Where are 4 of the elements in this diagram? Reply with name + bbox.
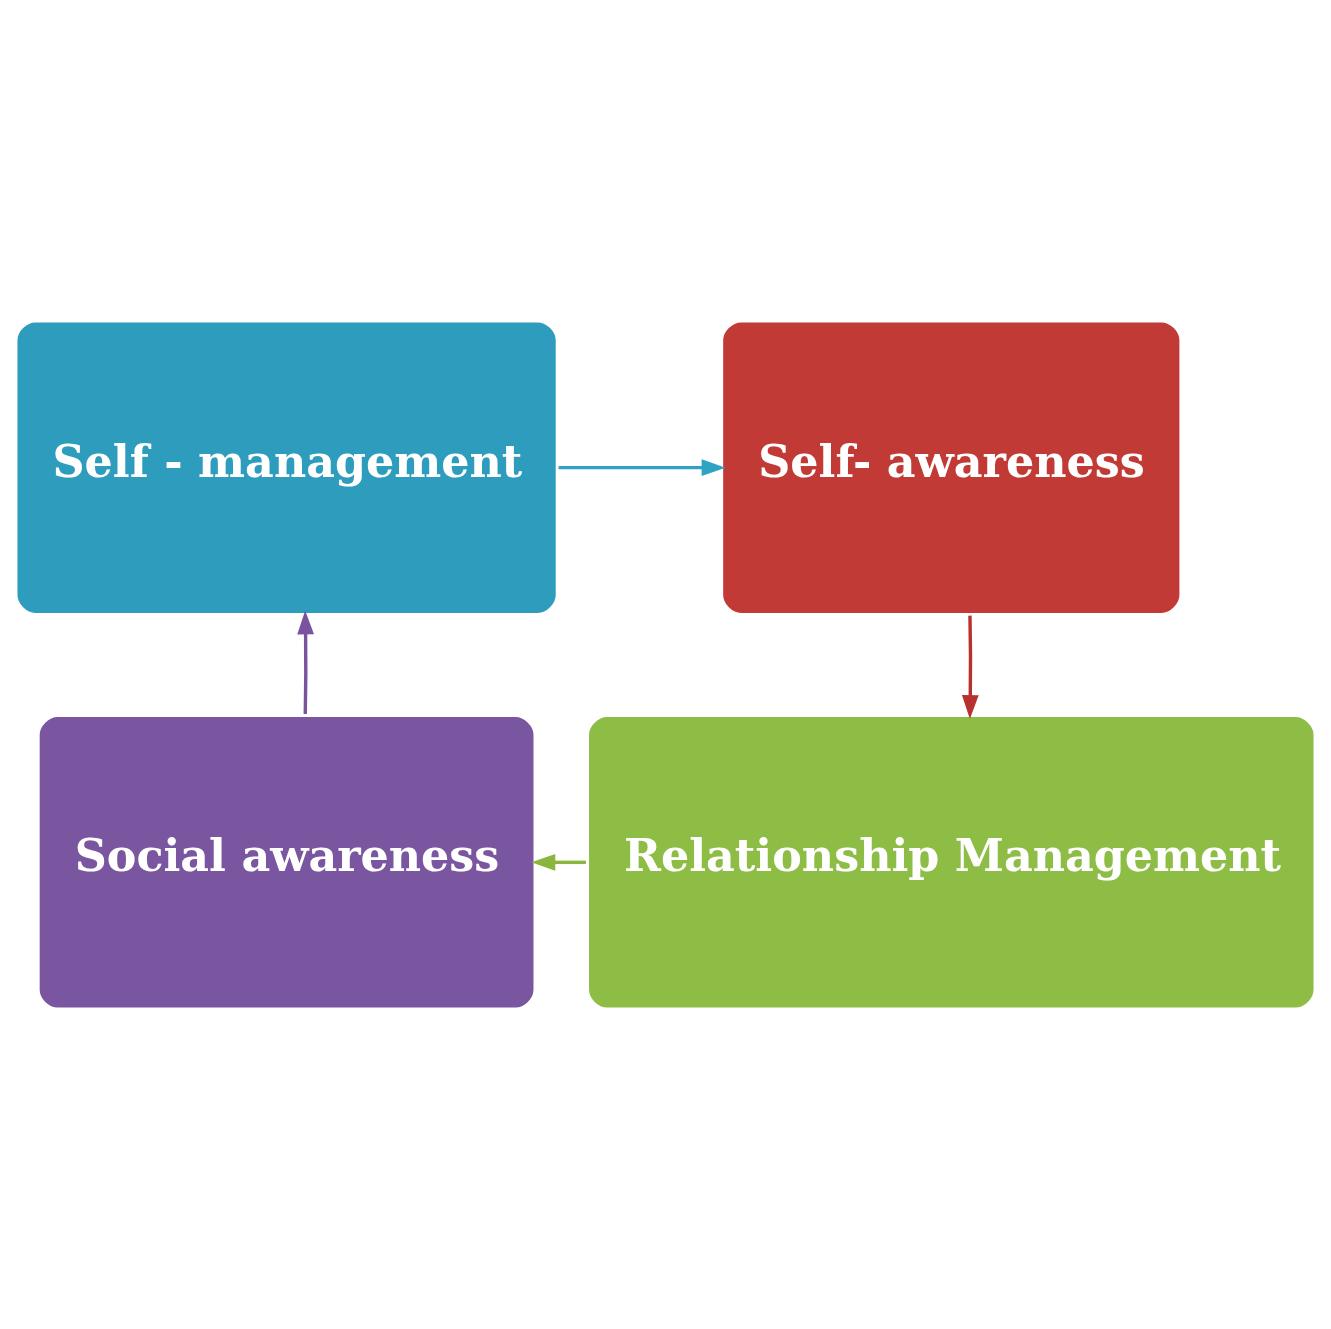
arrow (531, 853, 586, 871)
arrow (297, 609, 314, 714)
arrow (558, 458, 726, 476)
arrow (961, 615, 979, 719)
